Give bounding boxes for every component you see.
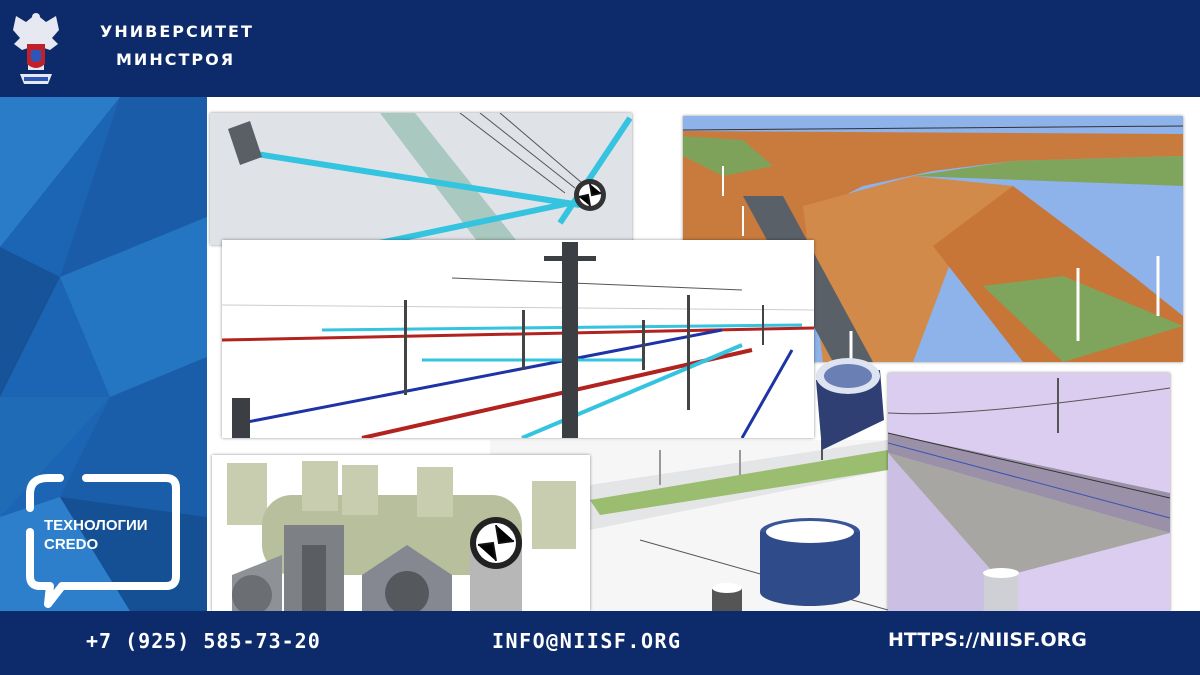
contact-phone[interactable]: +7 (925) 585-73-20 [86, 629, 321, 653]
image-pipes-detail [210, 113, 632, 245]
image-floating-cylinder [816, 358, 884, 460]
image-wells-structures [212, 455, 590, 611]
brand-line2: МИНСТРОЯ [116, 50, 236, 69]
image-ditch-profile [888, 373, 1170, 611]
emblem-logo [13, 13, 59, 84]
contact-email[interactable]: INFO@NIISF.ORG [492, 629, 682, 653]
credo-badge-frame [26, 474, 180, 608]
footer-bar: +7 (925) 585-73-20 INFO@NIISF.ORG HTTPS:… [0, 611, 1200, 675]
badge-line1: ТЕХНОЛОГИИ [44, 517, 148, 534]
contact-website[interactable]: HTTPS://NIISF.ORG [888, 629, 1087, 651]
header-bar: УНИВЕРСИТЕТ МИНСТРОЯ [0, 0, 1200, 97]
image-utility-network [222, 240, 814, 438]
badge-line2: CREDO [44, 536, 99, 553]
brand-line1: УНИВЕРСИТЕТ [100, 22, 254, 41]
